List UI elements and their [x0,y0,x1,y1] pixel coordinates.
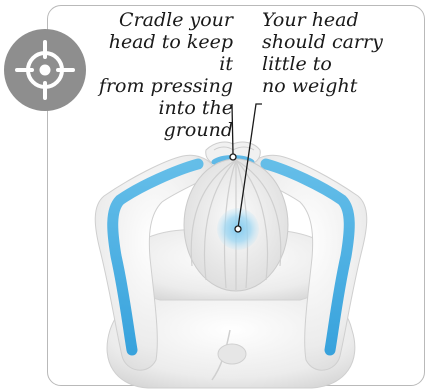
left-callout-dot [230,154,236,160]
head-weight-callout: Your head should carry little to no weig… [262,9,412,97]
crosshair-target-icon [4,29,86,111]
cradle-head-callout: Cradle your head to keep it from pressin… [95,9,233,141]
right-callout-dot [235,226,241,232]
target-badge [4,29,86,111]
